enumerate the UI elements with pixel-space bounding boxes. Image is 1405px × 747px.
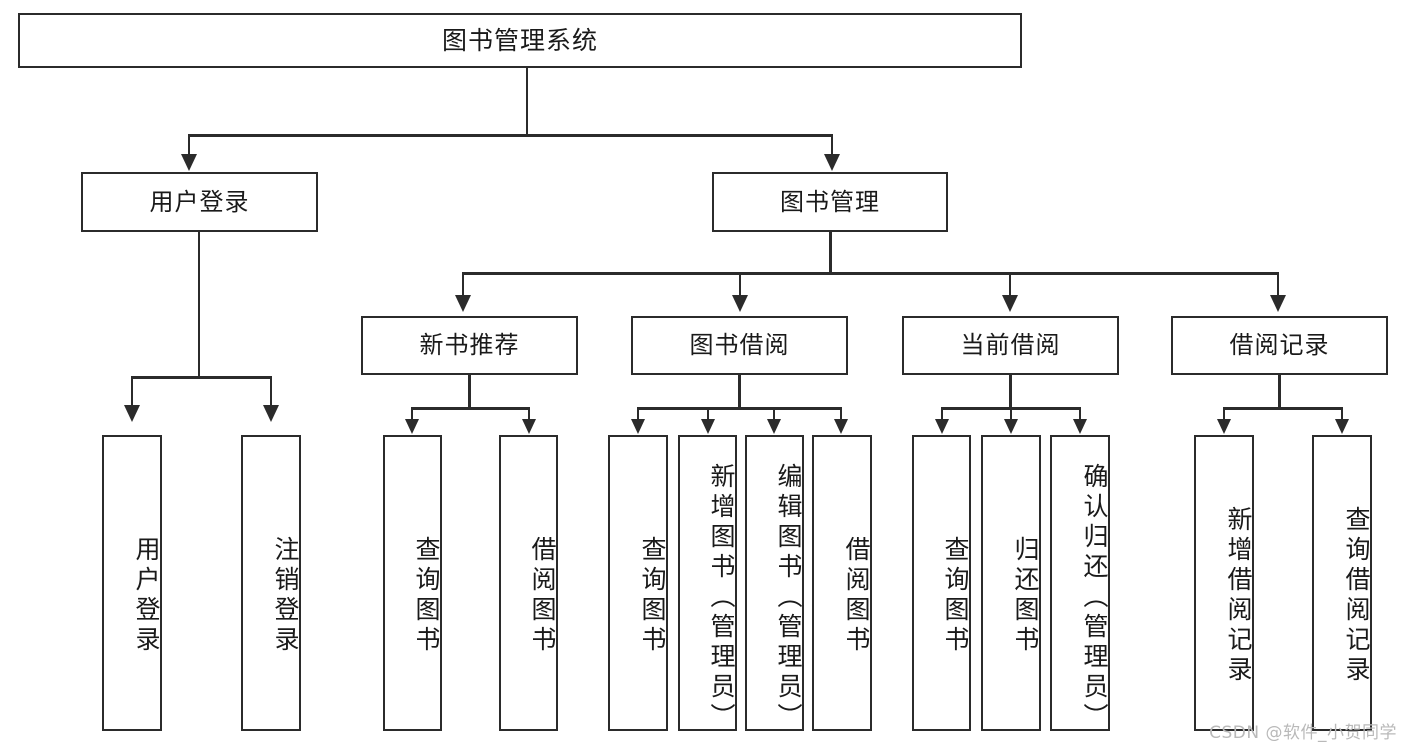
edge-book-borrow-to-leaf-3 xyxy=(840,407,842,425)
node-label: 编辑图书（管理员） xyxy=(774,463,803,733)
edge-current-borrow-to-leaf-0 xyxy=(941,407,943,425)
leaf-current-borrow-return[interactable]: 归还图书 xyxy=(981,435,1041,731)
leaf-user-login-logout[interactable]: 注销登录 xyxy=(241,435,301,731)
edge-root-to-book-manage xyxy=(831,134,833,158)
arrowhead-book-manage-current xyxy=(1002,295,1018,312)
edge-new-book-to-leaf-1 xyxy=(528,407,530,425)
edge-book-borrow-to-leaf-1 xyxy=(707,407,709,425)
node-label: 图书管理系统 xyxy=(441,25,598,55)
edge-borrow-record-to-leaf-1 xyxy=(1341,407,1343,425)
arrowhead-book-borrow-leaf-3 xyxy=(834,419,848,434)
node-label: 借阅图书 xyxy=(842,536,871,656)
node-label: 归还图书 xyxy=(1011,536,1040,656)
arrowhead-book-manage-borrow xyxy=(732,295,748,312)
node-label: 查询图书 xyxy=(412,536,441,656)
node-label: 图书借阅 xyxy=(689,331,790,360)
edge-book-manage-bus xyxy=(462,272,1278,275)
node-label: 图书管理 xyxy=(780,187,880,216)
node-label: 查询图书 xyxy=(941,536,970,656)
node-label: 查询图书 xyxy=(638,536,667,656)
arrowhead-borrow-record-leaf-0 xyxy=(1217,419,1231,434)
arrowhead-book-manage-record xyxy=(1270,295,1286,312)
node-user-login[interactable]: 用户登录 xyxy=(81,172,318,232)
edge-book-manage-stem xyxy=(829,232,832,273)
node-label: 借阅记录 xyxy=(1229,331,1330,360)
edge-new-book-bus xyxy=(411,407,530,410)
node-borrow-record[interactable]: 借阅记录 xyxy=(1171,316,1388,375)
edge-current-borrow-stem xyxy=(1009,375,1012,408)
node-root-system[interactable]: 图书管理系统 xyxy=(18,13,1022,68)
node-book-management[interactable]: 图书管理 xyxy=(712,172,948,232)
edge-user-login-bus xyxy=(131,376,272,379)
edge-book-borrow-to-leaf-0 xyxy=(637,407,639,425)
leaf-current-borrow-query[interactable]: 查询图书 xyxy=(912,435,971,731)
edge-borrow-record-stem xyxy=(1278,375,1281,408)
node-label: 新增借阅记录 xyxy=(1224,506,1253,686)
node-current-borrow[interactable]: 当前借阅 xyxy=(902,316,1119,375)
edge-new-book-to-leaf-0 xyxy=(411,407,413,425)
edge-book-manage-to-borrow xyxy=(739,272,741,298)
arrowhead-new-book-leaf-0 xyxy=(405,419,419,434)
leaf-book-borrow-query[interactable]: 查询图书 xyxy=(608,435,668,731)
arrowhead-current-borrow-leaf-2 xyxy=(1073,419,1087,434)
edge-book-borrow-stem xyxy=(738,375,741,408)
arrowhead-book-manage-new-book xyxy=(455,295,471,312)
arrowhead-current-borrow-leaf-1 xyxy=(1004,419,1018,434)
arrowhead-root-to-book-manage xyxy=(824,154,840,171)
edge-book-manage-to-new-book xyxy=(462,272,464,298)
leaf-new-book-query[interactable]: 查询图书 xyxy=(383,435,442,731)
node-label: 借阅图书 xyxy=(528,536,557,656)
node-label: 新书推荐 xyxy=(419,331,520,360)
edge-current-borrow-to-leaf-2 xyxy=(1079,407,1081,425)
edge-current-borrow-to-leaf-1 xyxy=(1010,407,1012,425)
edge-root-bus xyxy=(188,134,833,137)
node-label: 新增图书（管理员） xyxy=(707,463,736,733)
arrowhead-book-borrow-leaf-2 xyxy=(767,419,781,434)
arrowhead-book-borrow-leaf-0 xyxy=(631,419,645,434)
edge-book-borrow-to-leaf-2 xyxy=(773,407,775,425)
arrowhead-new-book-leaf-1 xyxy=(522,419,536,434)
node-book-borrow[interactable]: 图书借阅 xyxy=(631,316,848,375)
node-label: 注销登录 xyxy=(271,536,300,656)
edge-book-borrow-bus xyxy=(637,407,841,410)
arrowhead-current-borrow-leaf-0 xyxy=(935,419,949,434)
node-label: 用户登录 xyxy=(132,536,161,656)
leaf-book-borrow-borrow[interactable]: 借阅图书 xyxy=(812,435,872,731)
edge-borrow-record-to-leaf-0 xyxy=(1223,407,1225,425)
arrowhead-user-login-leaf-0 xyxy=(124,405,140,422)
node-label: 查询借阅记录 xyxy=(1342,506,1371,686)
leaf-borrow-record-add[interactable]: 新增借阅记录 xyxy=(1194,435,1254,731)
edge-book-manage-to-record xyxy=(1277,272,1279,298)
arrowhead-root-to-user-login xyxy=(181,154,197,171)
leaf-book-borrow-edit[interactable]: 编辑图书（管理员） xyxy=(745,435,804,733)
edge-borrow-record-bus xyxy=(1223,407,1343,410)
leaf-user-login-login[interactable]: 用户登录 xyxy=(102,435,162,731)
arrowhead-book-borrow-leaf-1 xyxy=(701,419,715,434)
node-new-book-recommend[interactable]: 新书推荐 xyxy=(361,316,578,375)
edge-user-login-to-leaf-1 xyxy=(270,376,272,408)
edge-root-to-user-login xyxy=(188,134,190,158)
arrowhead-borrow-record-leaf-1 xyxy=(1335,419,1349,434)
leaf-book-borrow-add[interactable]: 新增图书（管理员） xyxy=(678,435,737,733)
edge-root-stem xyxy=(526,68,528,135)
edge-user-login-stem xyxy=(198,232,200,377)
edge-book-manage-to-current xyxy=(1009,272,1011,298)
arrowhead-user-login-leaf-1 xyxy=(263,405,279,422)
leaf-current-borrow-confirm[interactable]: 确认归还（管理员） xyxy=(1050,435,1110,733)
edge-user-login-to-leaf-0 xyxy=(131,376,133,408)
edge-new-book-stem xyxy=(468,375,471,408)
node-label: 用户登录 xyxy=(149,187,250,216)
node-label: 确认归还（管理员） xyxy=(1080,463,1109,733)
leaf-new-book-borrow[interactable]: 借阅图书 xyxy=(499,435,558,731)
leaf-borrow-record-query[interactable]: 查询借阅记录 xyxy=(1312,435,1372,731)
node-label: 当前借阅 xyxy=(960,331,1061,360)
